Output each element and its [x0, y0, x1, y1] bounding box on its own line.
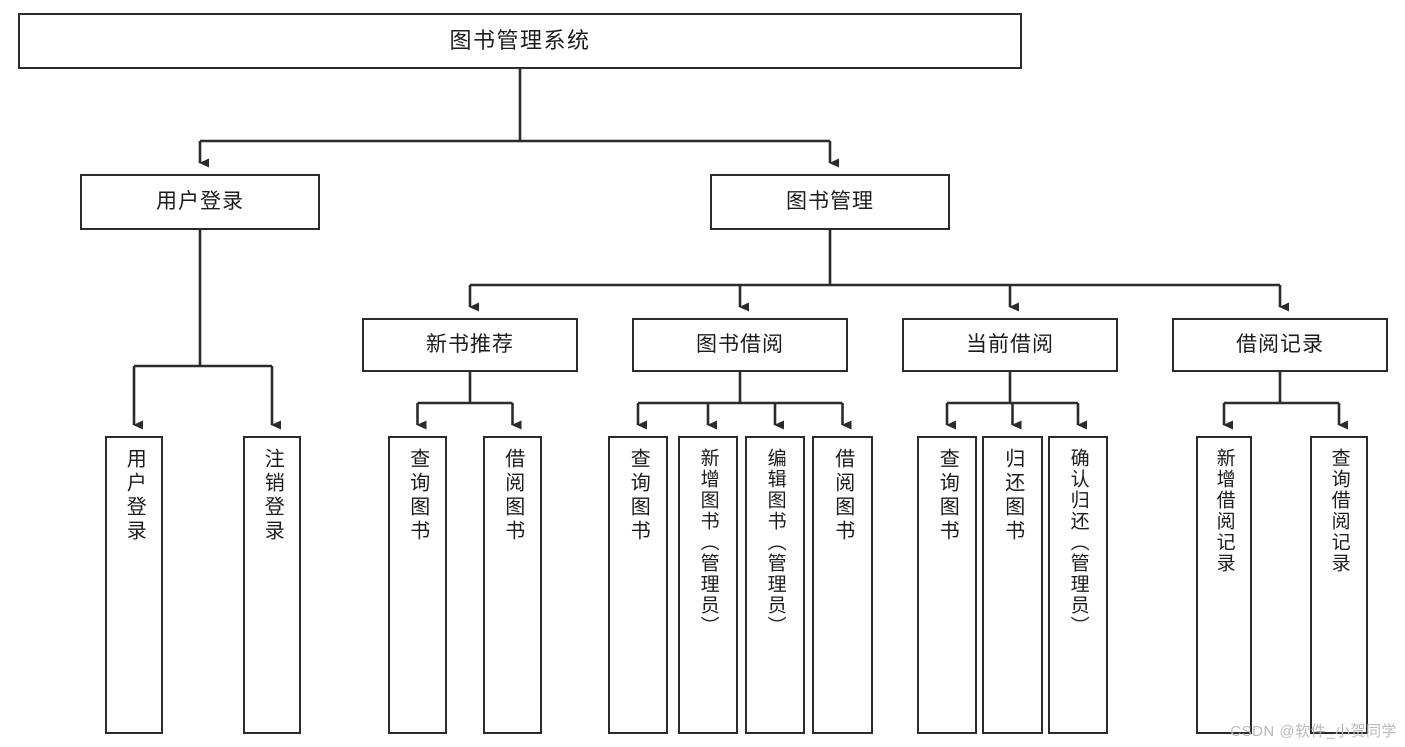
node-current-borrow-label: 当前借阅: [966, 332, 1054, 356]
node-leaf-edit-book-label: 编辑图书（管理员）: [764, 448, 786, 637]
node-book-manage-label: 图书管理: [786, 189, 874, 213]
node-leaf-confirm-return-label: 确认归还（管理员）: [1067, 448, 1089, 637]
node-book-manage[interactable]: 图书管理: [710, 174, 950, 230]
node-borrow-record-label: 借阅记录: [1236, 332, 1324, 356]
node-leaf-query-book-1[interactable]: 查询图书: [388, 436, 447, 734]
node-leaf-query-book-2[interactable]: 查询图书: [608, 436, 668, 734]
node-leaf-add-book[interactable]: 新增图书（管理员）: [678, 436, 738, 734]
node-leaf-borrow-book-2[interactable]: 借阅图书: [812, 436, 873, 734]
node-leaf-confirm-return[interactable]: 确认归还（管理员）: [1048, 436, 1108, 734]
node-leaf-add-borrow-record[interactable]: 新增借阅记录: [1196, 436, 1252, 734]
node-leaf-logout-label: 注销登录: [261, 448, 284, 544]
node-new-book-recommend-label: 新书推荐: [426, 332, 514, 356]
node-leaf-query-borrow-record[interactable]: 查询借阅记录: [1310, 436, 1368, 734]
node-current-borrow[interactable]: 当前借阅: [902, 318, 1118, 372]
node-leaf-borrow-book-2-label: 借阅图书: [831, 448, 854, 544]
node-leaf-return-book-label: 归还图书: [1001, 448, 1024, 544]
node-leaf-edit-book[interactable]: 编辑图书（管理员）: [745, 436, 805, 734]
node-user-login[interactable]: 用户登录: [80, 174, 320, 230]
node-leaf-query-book-1-label: 查询图书: [406, 448, 429, 544]
node-user-login-label: 用户登录: [156, 189, 244, 213]
node-book-borrow-label: 图书借阅: [696, 332, 784, 356]
node-leaf-return-book[interactable]: 归还图书: [982, 436, 1043, 734]
node-leaf-borrow-book-1[interactable]: 借阅图书: [483, 436, 542, 734]
node-leaf-logout[interactable]: 注销登录: [243, 436, 301, 734]
node-leaf-user-login[interactable]: 用户登录: [105, 436, 163, 734]
node-leaf-query-book-3[interactable]: 查询图书: [917, 436, 977, 734]
node-leaf-query-book-3-label: 查询图书: [936, 448, 959, 544]
node-leaf-query-book-2-label: 查询图书: [627, 448, 650, 544]
node-leaf-query-borrow-record-label: 查询借阅记录: [1328, 448, 1350, 574]
node-leaf-add-book-label: 新增图书（管理员）: [697, 448, 719, 637]
node-root-label: 图书管理系统: [449, 28, 591, 54]
csdn-watermark: CSDN @软件_小贺同学: [1230, 723, 1397, 740]
node-borrow-record[interactable]: 借阅记录: [1172, 318, 1388, 372]
node-book-borrow[interactable]: 图书借阅: [632, 318, 848, 372]
node-leaf-user-login-label: 用户登录: [123, 448, 146, 544]
node-leaf-add-borrow-record-label: 新增借阅记录: [1213, 448, 1235, 574]
node-new-book-recommend[interactable]: 新书推荐: [362, 318, 578, 372]
node-root[interactable]: 图书管理系统: [18, 13, 1022, 69]
node-leaf-borrow-book-1-label: 借阅图书: [501, 448, 524, 544]
